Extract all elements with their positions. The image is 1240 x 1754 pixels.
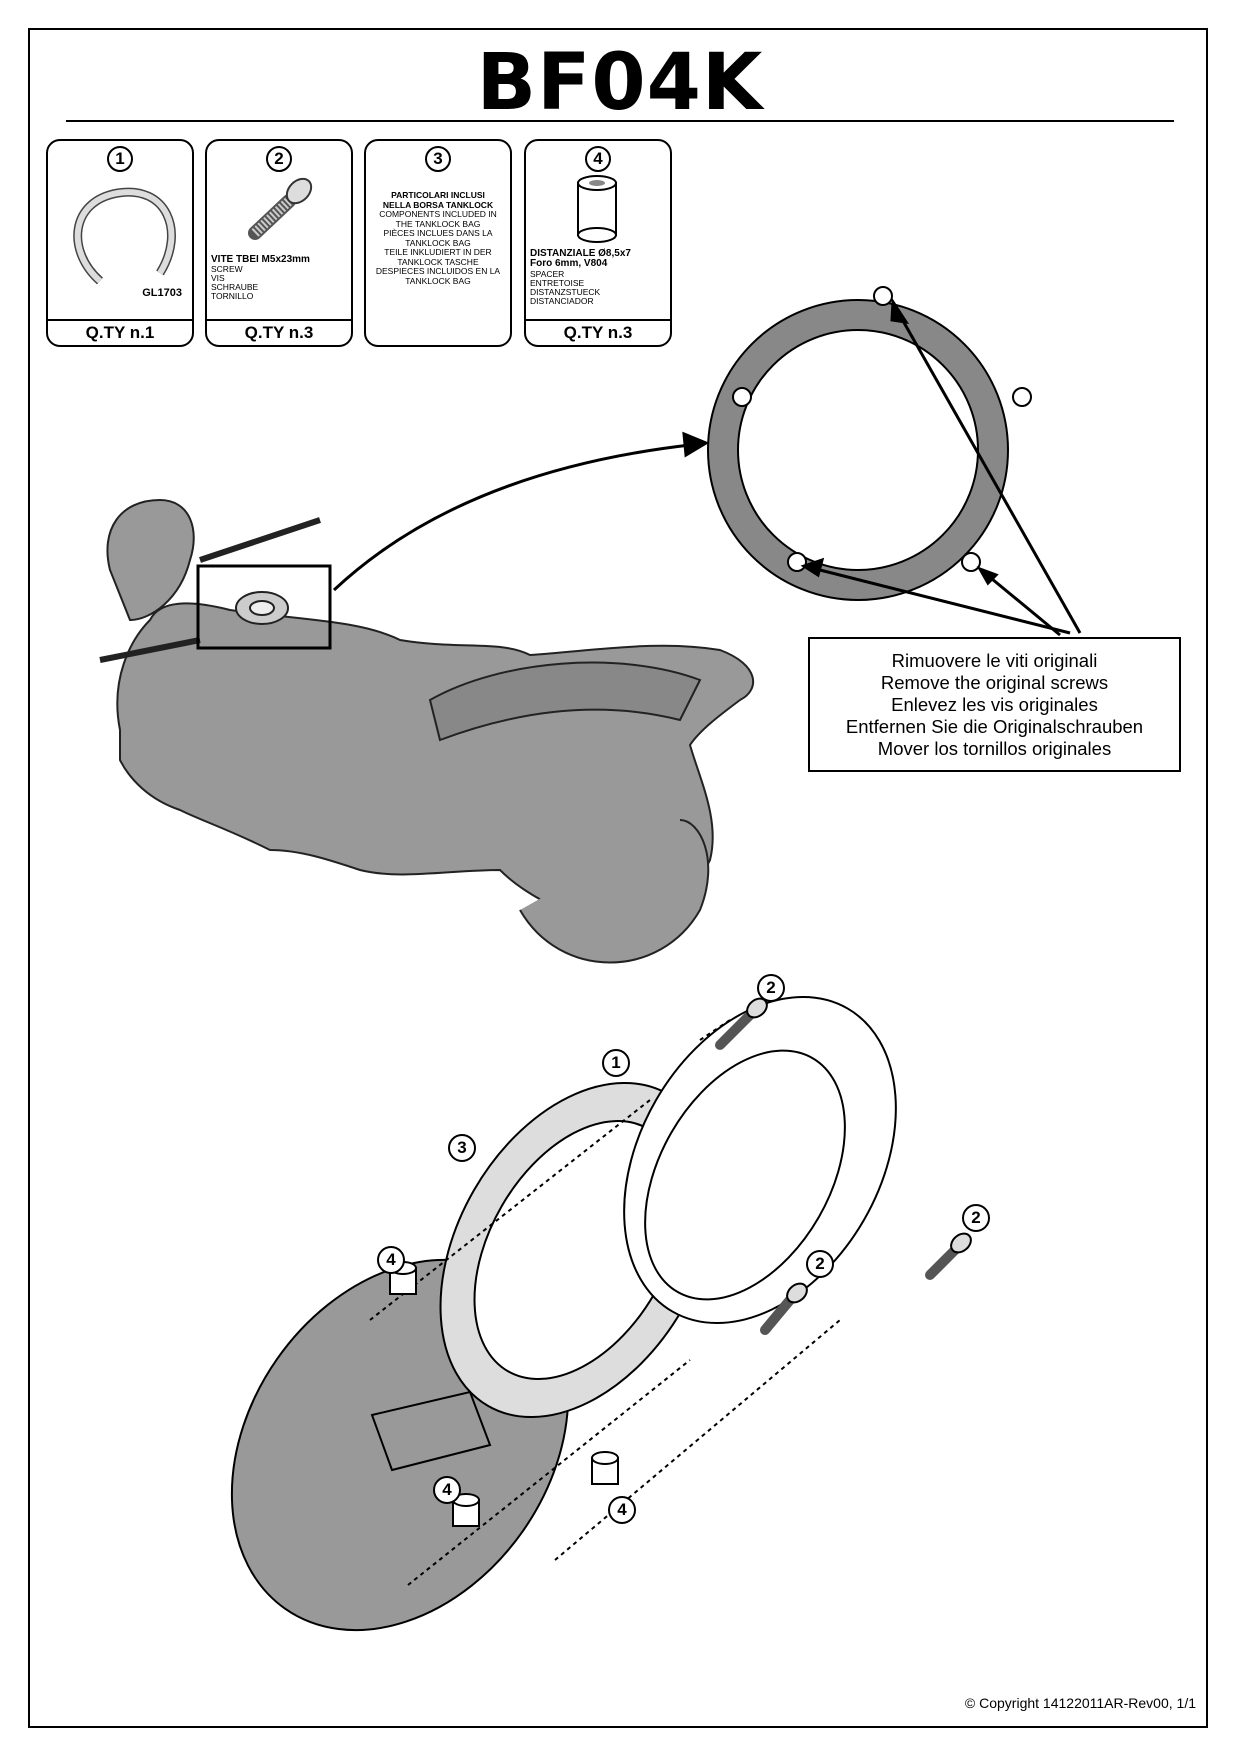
part-name-es: DISTANCIADOR <box>530 296 594 306</box>
part-code: GL1703 <box>142 287 182 299</box>
detail-highlight-box <box>196 564 332 650</box>
included-en: THE TANKLOCK BAG <box>395 218 481 229</box>
part-card-4: 4 DISTANZIALE Ø8,5x7 Foro 6mm, V804 SPAC… <box>524 139 672 347</box>
included-de: TANKLOCK TASCHE <box>397 256 479 267</box>
callout-4-top: 4 <box>377 1246 405 1274</box>
part-name-en: SCREW <box>211 264 243 274</box>
callout-2-top: 2 <box>757 974 785 1002</box>
callout-text-fr: Enlevez les vis originales <box>891 693 1098 715</box>
part-number-badge: 4 <box>585 146 611 172</box>
part-name-it: DISTANZIALE Ø8,5x7 <box>530 248 631 259</box>
part-name-de: SCHRAUBE <box>211 282 259 292</box>
part-name-fr: ENTRETOISE <box>530 278 585 288</box>
part-name-en: SPACER <box>530 269 565 279</box>
quantity-label: Q.TY n.3 <box>207 319 351 345</box>
included-de: TEILE INKLUDIERT IN DER <box>384 247 492 257</box>
callout-text-es: Mover los tornillos originales <box>877 737 1112 759</box>
pointer-arrows <box>332 297 1082 637</box>
spacer-icon <box>577 175 617 243</box>
included-fr: PIÈCES INCLUES DANS LA <box>383 228 493 238</box>
motorcycle-illustration <box>99 498 755 964</box>
flange-ring-icon <box>73 187 176 285</box>
part-card-3: 3 PARTICOLARI INCLUSI NELLA BORSA TANKLO… <box>364 139 512 347</box>
included-es: DESPIECES INCLUIDOS EN LA <box>375 266 501 276</box>
page-frame <box>28 28 1208 1728</box>
included-es: TANKLOCK BAG <box>405 275 471 286</box>
included-heading: PARTICOLARI INCLUSI <box>391 190 485 200</box>
part-card-1: 1 GL1703 Q.TY n.1 <box>46 139 194 347</box>
part-card-2: 2 VITE TBEI M5x23mm SCREW VIS SCHRAUBE T… <box>205 139 353 347</box>
callout-text-it: Rimuovere le viti originali <box>891 649 1098 671</box>
part-name-de: DISTANZSTUECK <box>530 287 601 297</box>
quantity-label: Q.TY n.3 <box>526 319 670 345</box>
included-heading: NELLA BORSA TANKLOCK <box>382 199 494 210</box>
fuel-cap-ring-diagram <box>707 286 1032 601</box>
callout-4-bottom-right: 4 <box>608 1496 636 1524</box>
callout-text-en: Remove the original screws <box>880 671 1109 693</box>
callout-1: 1 <box>602 1049 630 1077</box>
part-number-badge: 3 <box>425 146 451 172</box>
callout-3: 3 <box>448 1134 476 1162</box>
title-divider <box>66 120 1174 122</box>
page-title: BF04K <box>476 38 764 128</box>
exploded-assembly <box>230 996 972 1632</box>
part-number-badge: 1 <box>107 146 133 172</box>
remove-screws-callout: Rimuovere le viti originali Remove the o… <box>808 637 1181 772</box>
callout-2-right: 2 <box>962 1204 990 1232</box>
part-name-it: VITE TBEI M5x23mm <box>211 254 310 265</box>
quantity-label: Q.TY n.1 <box>48 319 192 345</box>
included-fr: TANKLOCK BAG <box>405 237 471 248</box>
screw-icon <box>248 177 313 240</box>
part-name-es: TORNILLO <box>211 291 254 301</box>
part-name-it-2: Foro 6mm, V804 <box>530 258 608 269</box>
included-en: COMPONENTS INCLUDED IN <box>379 209 497 219</box>
callout-2-middle: 2 <box>806 1250 834 1278</box>
part-name-fr: VIS <box>211 273 225 283</box>
copyright-footer: © Copyright 14122011AR-Rev00, 1/1 <box>964 1695 1196 1711</box>
callout-4-bottom-left: 4 <box>433 1476 461 1504</box>
part-number-badge: 2 <box>266 146 292 172</box>
callout-text-de: Entfernen Sie die Originalschrauben <box>845 715 1144 737</box>
